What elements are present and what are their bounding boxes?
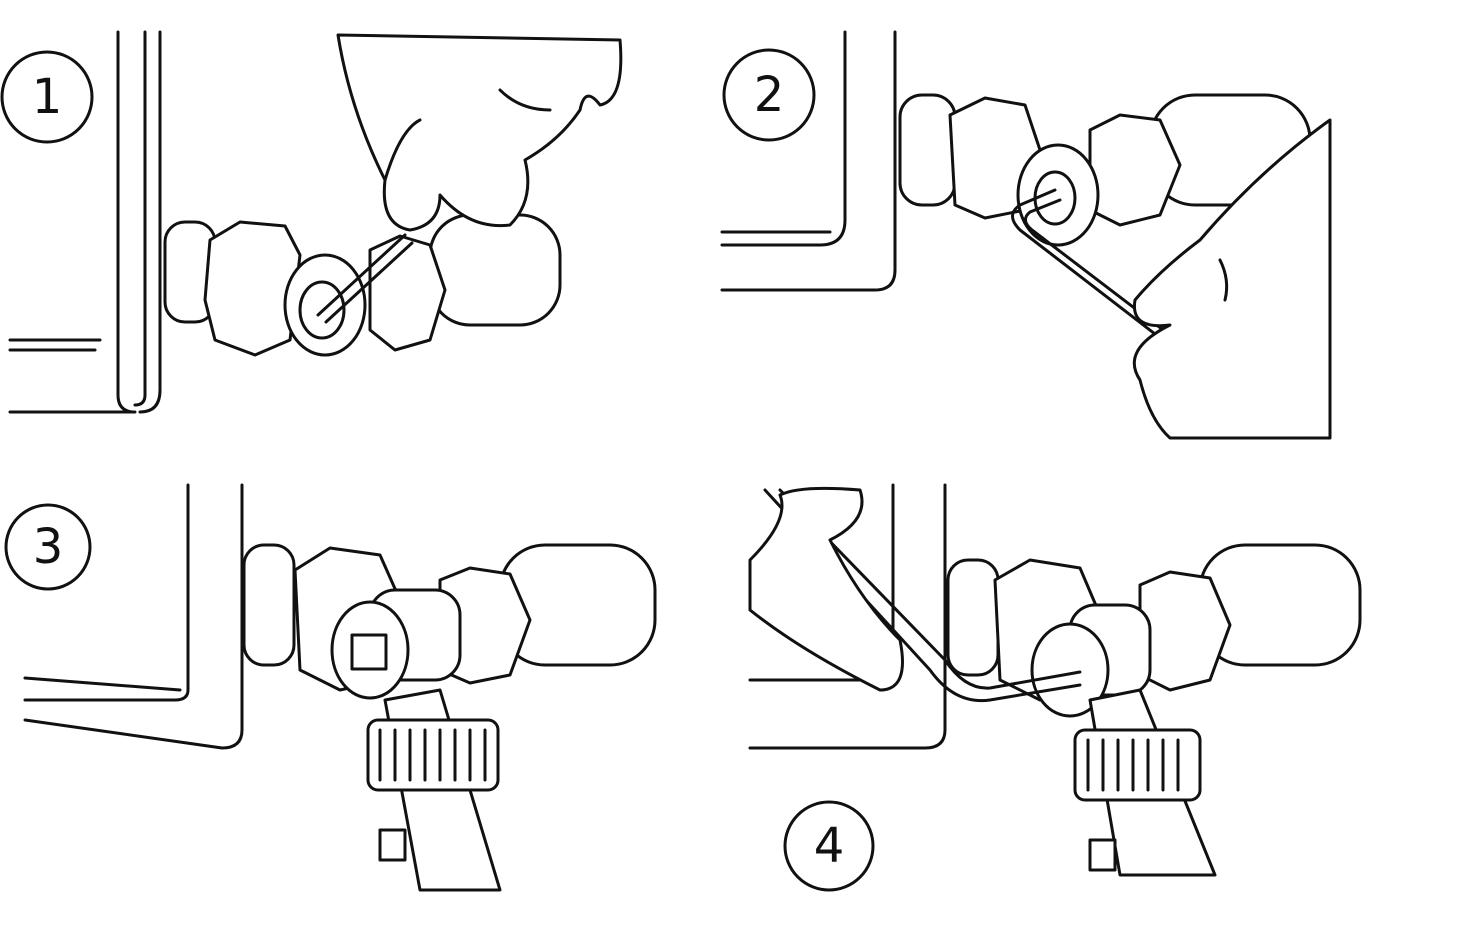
step-4-badge: 4 — [783, 800, 875, 892]
step-2-badge: 2 — [722, 48, 816, 142]
hose-nut — [1073, 728, 1202, 802]
step-number: 3 — [33, 519, 64, 575]
step-2-panel — [720, 30, 1332, 440]
step-3-badge: 3 — [4, 503, 92, 591]
step-number: 2 — [754, 67, 785, 123]
valve-pipe — [898, 93, 1312, 247]
hand — [336, 33, 623, 232]
allen-key — [763, 488, 1082, 703]
allen-key — [1011, 188, 1307, 440]
step-1-badge: 1 — [0, 50, 94, 144]
hose-nut — [366, 718, 500, 792]
radiator — [720, 30, 897, 292]
valve-pipe — [242, 543, 657, 892]
step-number: 4 — [814, 818, 845, 874]
hand — [748, 486, 904, 692]
hand — [1132, 118, 1332, 440]
radiator — [8, 30, 162, 414]
valve-pipe — [163, 213, 562, 357]
allen-key — [316, 233, 414, 324]
radiator — [23, 483, 244, 750]
step-3-panel — [23, 483, 657, 892]
step-4-panel — [748, 483, 1362, 877]
valve-pipe — [946, 543, 1362, 877]
step-number: 1 — [32, 69, 63, 125]
hose-clip — [378, 828, 407, 862]
step-1-panel — [8, 30, 623, 414]
hose-clip — [1088, 838, 1117, 872]
